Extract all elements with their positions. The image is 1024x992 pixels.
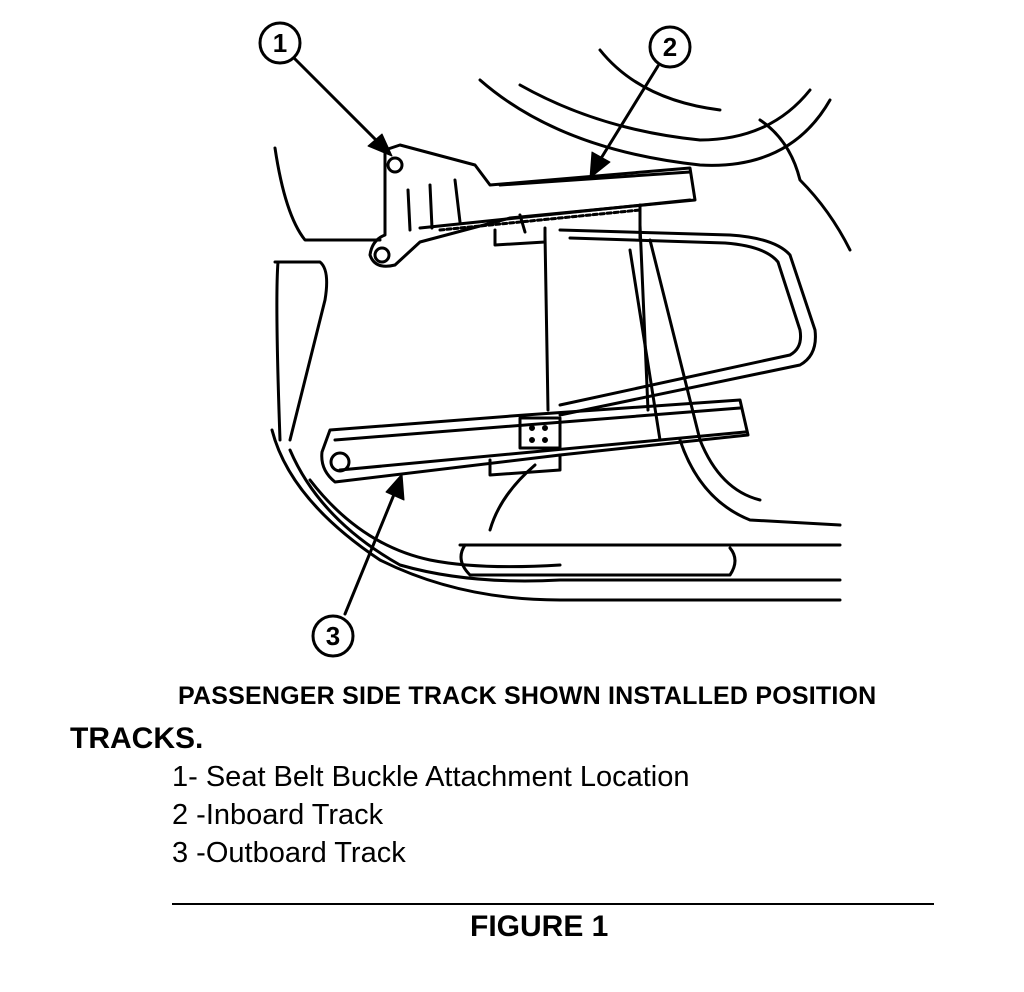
callout-1: 1 [258,21,302,65]
leader-arrow-2 [598,64,660,162]
floor-pan-outline [270,48,852,602]
divider [172,903,934,905]
inboard-track [368,143,697,268]
legend-list: 1- Seat Belt Buckle Attachment Location … [172,758,689,872]
callout-3-label: 3 [326,621,340,651]
legend-item-2: 2 -Inboard Track [172,799,384,831]
floor-support-bracket [543,223,817,417]
callout-2-label: 2 [663,32,677,62]
callout-3: 3 [311,614,355,658]
outboard-track [320,398,750,532]
leader-arrow-1 [290,54,380,144]
section-title: TRACKS. [70,722,204,755]
callout-2: 2 [648,25,692,69]
legend-item-1: 1- Seat Belt Buckle Attachment Location [172,761,690,793]
seat-track-illustration: 1 2 3 [258,21,852,658]
leader-arrows [290,54,660,616]
figure-label: FIGURE 1 [470,910,609,943]
legend-item-3: 3 -Outboard Track [172,837,406,869]
leader-arrow-3 [343,490,397,616]
callout-1-label: 1 [273,28,287,58]
figure-caption: PASSENGER SIDE TRACK SHOWN INSTALLED POS… [178,682,877,710]
